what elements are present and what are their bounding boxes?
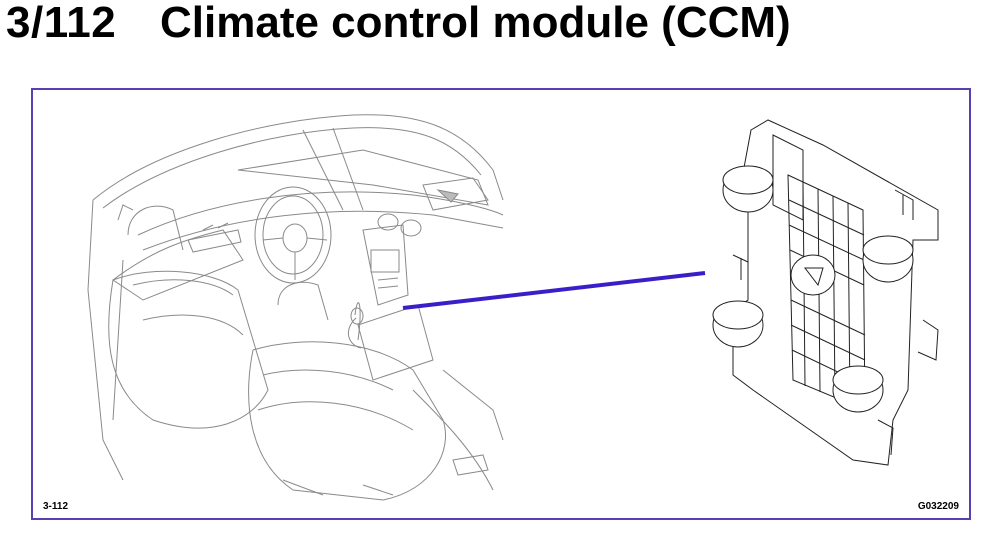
figure-code-left: 3-112 [43,501,69,512]
leader-line [402,271,706,310]
figure-code-right: G032209 [917,501,959,512]
ccm-module-drawing [712,119,939,466]
section-number: 3/112 [6,0,117,47]
car-interior-drawing [87,114,504,501]
page-title: Climate control module (CCM) [160,0,791,47]
car-interior-illustration [87,114,939,501]
figure-frame: 3-112 G032209 [31,88,971,520]
